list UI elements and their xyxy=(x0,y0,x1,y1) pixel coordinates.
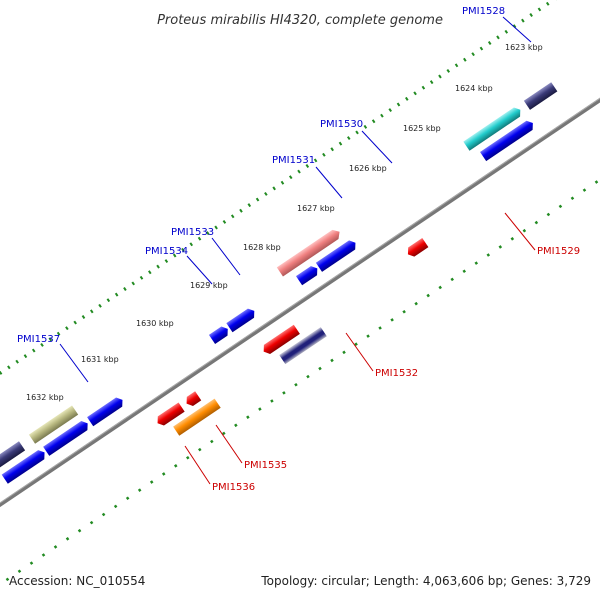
tick-label: 1627 kbp xyxy=(297,204,335,213)
gene-label-pmi1536[interactable]: PMI1536 xyxy=(212,482,255,493)
plus-gene-labels: PMI1528 PMI1530 PMI1531 PMI1533 PMI1534 … xyxy=(17,6,532,383)
gene-feature[interactable] xyxy=(0,441,26,470)
gene-label-pmi1533[interactable]: PMI1533 xyxy=(171,227,214,238)
gene-feature[interactable] xyxy=(315,238,359,272)
accession-text: Accession: NC_010554 xyxy=(9,574,146,588)
plus-outer-lane xyxy=(0,82,558,470)
gene-feature[interactable] xyxy=(480,118,536,162)
backbone-highlight xyxy=(0,76,600,525)
label-leader-line xyxy=(315,166,343,199)
tick-label: 1626 kbp xyxy=(349,164,387,173)
gene-feature[interactable] xyxy=(173,398,221,436)
tick-label: 1630 kbp xyxy=(136,319,174,328)
label-leader-line xyxy=(502,16,532,43)
gene-feature[interactable] xyxy=(463,105,523,151)
label-leader-line xyxy=(504,212,536,251)
tick-label: 1623 kbp xyxy=(505,43,543,52)
gene-feature[interactable] xyxy=(154,402,185,427)
tick-labels: 1623 kbp 1624 kbp 1625 kbp 1626 kbp 1627… xyxy=(26,43,543,402)
minus-outer-lane xyxy=(173,327,327,436)
gene-feature[interactable] xyxy=(295,264,320,286)
gene-feature[interactable] xyxy=(87,395,125,427)
gene-feature[interactable] xyxy=(226,306,257,333)
gene-label-pmi1531[interactable]: PMI1531 xyxy=(272,155,315,166)
tick-label: 1632 kbp xyxy=(26,393,64,402)
gene-feature[interactable] xyxy=(28,405,79,444)
gene-label-pmi1537[interactable]: PMI1537 xyxy=(17,334,60,345)
genome-track xyxy=(0,0,600,582)
tick-label: 1628 kbp xyxy=(243,243,281,252)
minus-gene-labels: PMI1529 PMI1532 PMI1535 PMI1536 xyxy=(184,212,580,493)
label-leader-line xyxy=(211,237,241,276)
label-leader-line xyxy=(186,255,213,285)
gene-feature[interactable] xyxy=(276,227,343,277)
gene-label-pmi1530[interactable]: PMI1530 xyxy=(320,119,363,130)
gene-label-pmi1532[interactable]: PMI1532 xyxy=(375,368,418,379)
gene-feature[interactable] xyxy=(261,324,300,356)
label-leader-line xyxy=(345,332,374,372)
plus-inner-lane xyxy=(1,118,536,484)
map-title: Proteus mirabilis HI4320, complete genom… xyxy=(157,13,443,28)
gc-content-outer-dots xyxy=(0,0,573,437)
genome-stats-text: Topology: circular; Length: 4,063,606 bp… xyxy=(261,574,591,588)
gene-feature[interactable] xyxy=(279,327,327,365)
tick-label: 1631 kbp xyxy=(81,355,119,364)
label-leader-line xyxy=(215,424,243,464)
tick-label: 1629 kbp xyxy=(190,281,228,290)
label-leader-line xyxy=(59,343,89,383)
label-leader-line xyxy=(184,445,211,485)
gene-feature[interactable] xyxy=(43,419,91,456)
gene-label-pmi1534[interactable]: PMI1534 xyxy=(145,246,188,257)
gene-feature[interactable] xyxy=(405,238,429,259)
gene-feature[interactable] xyxy=(183,391,202,408)
gene-feature[interactable] xyxy=(523,82,558,110)
tick-label: 1625 kbp xyxy=(403,124,441,133)
minus-inner-lane xyxy=(154,238,429,427)
label-leader-line xyxy=(361,130,393,164)
gene-label-pmi1535[interactable]: PMI1535 xyxy=(244,460,287,471)
gene-feature[interactable] xyxy=(1,448,48,484)
gene-label-pmi1528[interactable]: PMI1528 xyxy=(462,6,505,17)
tick-label: 1624 kbp xyxy=(455,84,493,93)
gene-label-pmi1529[interactable]: PMI1529 xyxy=(537,246,580,257)
gene-feature[interactable] xyxy=(208,324,231,345)
backbone-line xyxy=(0,76,600,527)
